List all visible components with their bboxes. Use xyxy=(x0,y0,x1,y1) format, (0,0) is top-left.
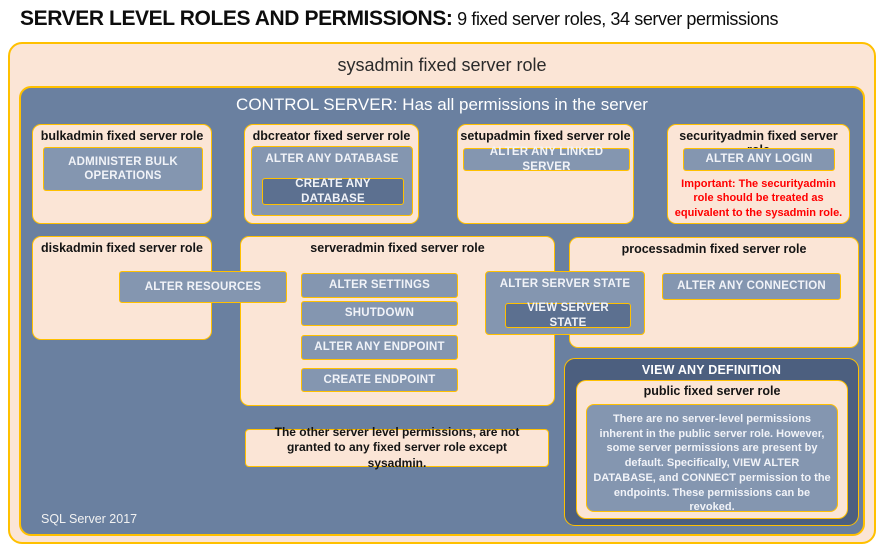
permission-create-endpoint: CREATE ENDPOINT xyxy=(301,368,458,392)
permission-view-any-definition-label: VIEW ANY DEFINITION xyxy=(641,363,782,377)
permission-alter-any-endpoint: ALTER ANY ENDPOINT xyxy=(301,335,458,360)
dbcreator-role-title: dbcreator fixed server role xyxy=(252,129,411,143)
page-title-subtitle: 9 fixed server roles, 34 server permissi… xyxy=(452,9,779,29)
page-title-main: SERVER LEVEL ROLES AND PERMISSIONS: xyxy=(20,7,453,30)
dbcreator-role-box: dbcreator fixed server role ALTER ANY DA… xyxy=(244,124,419,224)
public-role-title: public fixed server role xyxy=(643,384,781,398)
permission-alter-settings: ALTER SETTINGS xyxy=(301,273,458,298)
control-server-box: CONTROL SERVER: Has all permissions in t… xyxy=(19,86,865,536)
page-title: SERVER LEVEL ROLES AND PERMISSIONS: 9 fi… xyxy=(20,7,778,31)
diskadmin-role-title: diskadmin fixed server role xyxy=(41,241,203,255)
permission-alter-any-database-label: ALTER ANY DATABASE xyxy=(265,153,399,165)
permission-alter-any-login: ALTER ANY LOGIN xyxy=(683,148,835,171)
securityadmin-role-box: securityadmin fixed server role ALTER AN… xyxy=(667,124,850,224)
permission-alter-any-database: ALTER ANY DATABASE CREATE ANY DATABASE xyxy=(251,146,413,216)
processadmin-role-title: processadmin fixed server role xyxy=(621,242,807,256)
sql-server-version-label: SQL Server 2017 xyxy=(41,512,138,526)
public-role-box: public fixed server role There are no se… xyxy=(576,380,848,519)
permission-alter-any-linked-server: ALTER ANY LINKED SERVER xyxy=(463,146,630,173)
permission-alter-server-state-label: ALTER SERVER STATE xyxy=(499,278,631,290)
bulkadmin-role-box: bulkadmin fixed server role ADMINISTER B… xyxy=(32,124,212,224)
securityadmin-warning-text: Important: The securityadmin role should… xyxy=(674,178,843,219)
sysadmin-role-title: sysadmin fixed server role xyxy=(337,55,547,75)
permission-view-any-definition-box: VIEW ANY DEFINITION public fixed server … xyxy=(564,358,859,526)
other-permissions-note: The other server level permissions, are … xyxy=(245,425,549,470)
permission-alter-server-state: ALTER SERVER STATE VIEW SERVER STATE xyxy=(485,271,645,335)
permission-alter-resources: ALTER RESOURCES xyxy=(119,271,287,303)
public-role-description: There are no server-level permissions in… xyxy=(586,404,838,513)
bulkadmin-role-title: bulkadmin fixed server role xyxy=(40,129,204,143)
permission-alter-any-connection: ALTER ANY CONNECTION xyxy=(662,273,841,300)
setupadmin-role-title: setupadmin fixed server role xyxy=(460,129,631,143)
permission-shutdown: SHUTDOWN xyxy=(301,301,458,326)
permission-create-any-database: CREATE ANY DATABASE xyxy=(262,178,404,205)
control-server-title: CONTROL SERVER: Has all permissions in t… xyxy=(236,95,648,114)
permission-view-server-state: VIEW SERVER STATE xyxy=(505,302,631,329)
sysadmin-role-box: sysadmin fixed server role CONTROL SERVE… xyxy=(8,42,876,544)
serveradmin-role-title: serveradmin fixed server role xyxy=(310,241,485,255)
setupadmin-role-box: setupadmin fixed server role ALTER ANY L… xyxy=(457,124,634,224)
permission-administer-bulk-operations: ADMINISTER BULK OPERATIONS xyxy=(43,147,203,191)
